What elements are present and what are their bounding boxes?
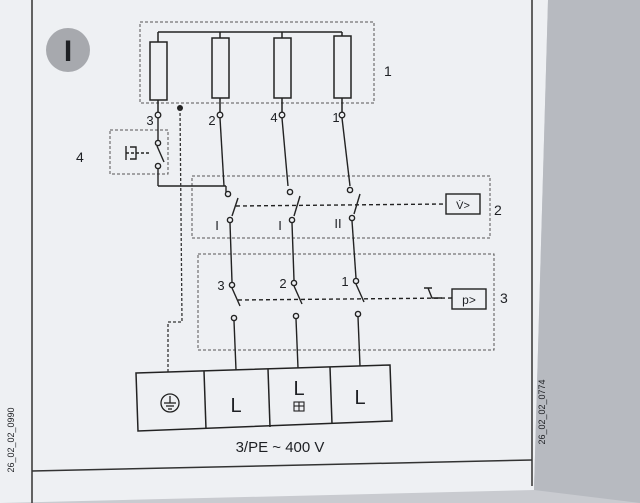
- terminal-dot: [278, 111, 286, 119]
- heater-element: [149, 41, 168, 101]
- flow-contact-terminal: [346, 186, 354, 194]
- wire-L1: [233, 320, 237, 371]
- pressure-contact-terminal: [230, 314, 238, 322]
- flow-contact-terminal: [226, 216, 234, 224]
- thermal-element-icon: [130, 146, 137, 160]
- flow-contact-label: I: [215, 218, 219, 233]
- wire-L3: [341, 117, 351, 187]
- terminal-divider: [329, 366, 333, 425]
- wire-L2: [295, 318, 299, 369]
- terminal-dot: [154, 111, 162, 119]
- wire-L1: [229, 222, 233, 283]
- pressure-contact-terminal: [352, 277, 360, 285]
- overheat-blade: [156, 145, 165, 163]
- flow-switch-box: [445, 193, 481, 215]
- callout-label: 1: [384, 63, 392, 79]
- pressure-contact-blade: [293, 285, 303, 305]
- heater-terminal-label: 3: [146, 113, 153, 128]
- frame-bottom-line: [31, 459, 533, 472]
- heater-element: [333, 35, 352, 99]
- pressure-contact-label: 1: [341, 274, 348, 289]
- flow-contact-blade: [353, 193, 361, 215]
- background-shadow: [534, 0, 640, 503]
- callout-label: 2: [494, 202, 502, 218]
- overheat-contact: [154, 162, 162, 170]
- flow-contact-blade: [231, 197, 239, 217]
- callout-label: 4: [76, 149, 84, 165]
- pressure-switch-symbol: p>: [462, 293, 476, 307]
- heater-terminal-label: 2: [208, 113, 215, 128]
- wire-L2: [281, 117, 289, 187]
- terminal-cell-label: L: [293, 378, 304, 400]
- wire-L2: [291, 222, 295, 281]
- overheat-switch-box: [109, 129, 169, 175]
- pressure-contact-terminal: [290, 279, 298, 287]
- pe-wire: [167, 107, 183, 372]
- flow-mechanical-link: [235, 203, 447, 207]
- terminal-dot: [216, 111, 224, 119]
- heater-group-box: [139, 21, 375, 104]
- flow-contact-terminal: [286, 188, 294, 196]
- pressure-actuator-icon: [424, 287, 442, 299]
- pressure-contact-terminal: [292, 312, 300, 320]
- neutral-marker-icon: [293, 401, 305, 412]
- pressure-contact-terminal: [228, 281, 236, 289]
- section-badge: [46, 28, 90, 72]
- earth-icon: [160, 393, 180, 413]
- flow-contact-terminal: [224, 190, 232, 198]
- flow-contact-terminal: [288, 216, 296, 224]
- flow-contact-label: I: [278, 218, 282, 233]
- terminal-block: [135, 364, 393, 432]
- terminal-divider: [267, 368, 271, 428]
- flow-contact-blade: [293, 195, 301, 217]
- pressure-mechanical-link: [237, 297, 453, 301]
- right-drawing-code: 26_02_02_0774: [537, 379, 547, 444]
- flow-contact-label: II: [334, 216, 341, 231]
- heater-element: [273, 37, 292, 99]
- heater-terminal-label: 1: [332, 110, 339, 125]
- terminal-cell-label: L: [354, 387, 365, 409]
- pressure-contact-terminal: [354, 310, 362, 318]
- terminal-dot: [338, 111, 346, 119]
- terminal-cell-label: L: [230, 395, 241, 417]
- wire-L3: [357, 316, 361, 367]
- pressure-switch-group-box: [197, 253, 495, 351]
- flow-switch-symbol: V̇>: [456, 199, 470, 212]
- pressure-contact-blade: [355, 283, 365, 303]
- pressure-contact-label: 2: [279, 276, 286, 291]
- heater-terminal-label: 4: [270, 110, 277, 125]
- wire-L3: [351, 220, 357, 279]
- flow-contact-terminal: [348, 214, 356, 222]
- pressure-contact-label: 3: [217, 278, 224, 293]
- pressure-switch-box: [451, 288, 487, 310]
- heater-element: [211, 37, 230, 99]
- wire-L1: [219, 117, 225, 187]
- section-badge-label: I: [64, 35, 72, 68]
- supply-label: 3/PE ~ 400 V: [236, 439, 325, 456]
- callout-label: 3: [500, 290, 508, 306]
- terminal-divider: [203, 370, 207, 430]
- overheat-contact: [154, 139, 162, 147]
- pressure-contact-blade: [231, 287, 241, 307]
- left-drawing-code: 26_02_02_0990: [6, 407, 16, 472]
